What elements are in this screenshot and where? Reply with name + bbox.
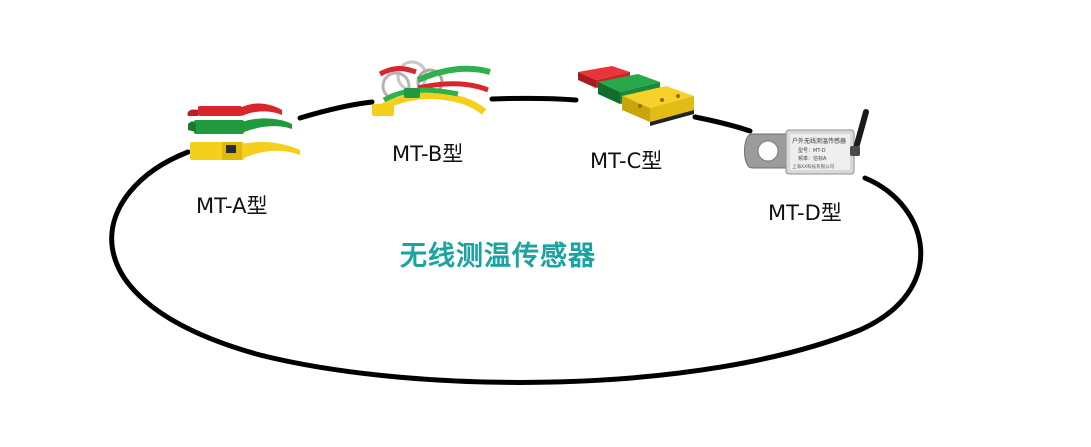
- sensor-label-mt-a: MT-A型: [196, 194, 268, 218]
- sensor-label-mt-c: MT-C型: [590, 149, 663, 173]
- sensor-label-mt-b: MT-B型: [392, 142, 464, 166]
- device-plate-line3: 频率：信标A: [798, 155, 827, 162]
- block-sensor-icon: [578, 66, 694, 126]
- strap-clamp-sensor-icon: [187, 103, 300, 160]
- sensor-label-mt-d: MT-D型: [768, 201, 842, 225]
- ring-strap-sensor-icon: [372, 60, 491, 116]
- diagram-center-title: 无线测温传感器: [400, 241, 596, 272]
- device-plate-line4: 上海XX科技有限公司: [792, 163, 834, 170]
- ring-outline: [109, 95, 924, 385]
- device-plate-line1: 户外无线测温传感器: [792, 137, 846, 145]
- device-plate-line2: 型号：MT-D: [798, 147, 826, 154]
- antenna-lug-sensor-icon: 户外无线测温传感器 型号：MT-D 频率：信标A 上海XX科技有限公司: [744, 109, 869, 175]
